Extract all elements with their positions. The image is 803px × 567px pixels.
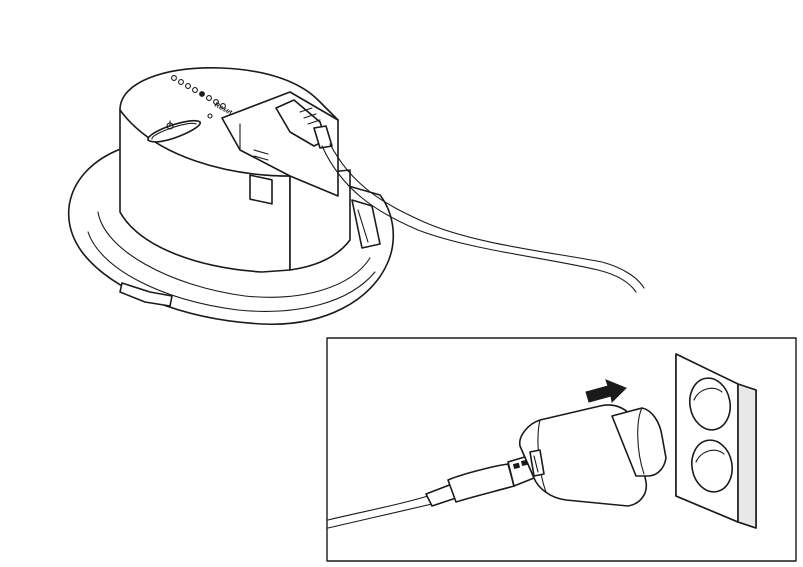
cable-strain-relief bbox=[313, 125, 333, 149]
led-7 bbox=[213, 99, 219, 105]
device-illustration: Reset bbox=[67, 67, 645, 325]
adapter-body bbox=[518, 404, 648, 507]
insert-direction-arrow bbox=[585, 379, 627, 404]
outlet-socket-top bbox=[688, 377, 732, 431]
adapter-prong-housing bbox=[611, 407, 667, 477]
led-2 bbox=[178, 79, 184, 85]
reset-pinhole bbox=[207, 113, 213, 119]
usb-cable bbox=[327, 455, 535, 529]
status-led-row bbox=[171, 75, 226, 109]
device-power-cable bbox=[275, 99, 645, 293]
power-icon bbox=[166, 120, 174, 130]
led-8 bbox=[220, 103, 226, 109]
adapter-usb-port bbox=[529, 449, 545, 477]
led-3 bbox=[185, 83, 191, 89]
led-5 bbox=[199, 91, 205, 97]
device-body: Reset bbox=[119, 67, 351, 273]
power-adapter bbox=[518, 404, 667, 507]
wall-outlet bbox=[675, 353, 757, 529]
adapter-inset bbox=[326, 337, 797, 562]
led-1 bbox=[171, 75, 177, 81]
outlet-socket-bottom bbox=[690, 439, 734, 493]
led-6 bbox=[206, 95, 212, 101]
ethernet-port bbox=[249, 174, 273, 205]
base-latch bbox=[119, 282, 173, 307]
power-button bbox=[147, 119, 201, 143]
led-4 bbox=[192, 87, 198, 93]
